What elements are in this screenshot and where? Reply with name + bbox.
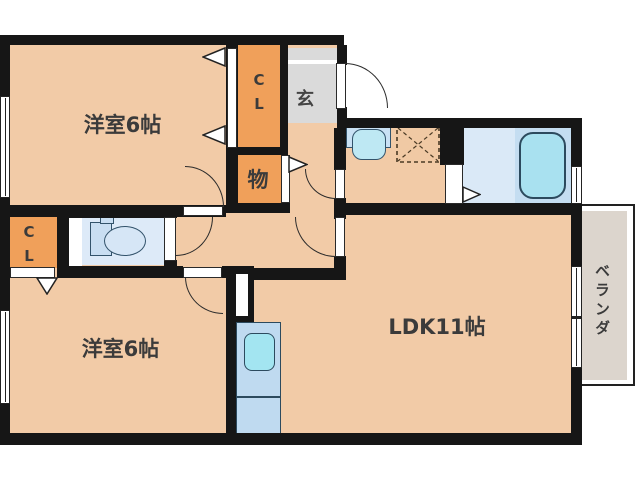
wall — [440, 118, 464, 165]
entrance-step — [288, 60, 337, 64]
washing-machine-space-icon — [396, 126, 440, 163]
wall — [337, 107, 347, 120]
balcony-label: ベランダ — [593, 263, 611, 339]
wall — [0, 35, 344, 45]
storage-fill — [234, 155, 281, 203]
bedroom-bottom-label: 洋室6帖 — [81, 337, 160, 361]
wall — [571, 118, 582, 168]
wall — [334, 203, 582, 215]
wall — [334, 256, 346, 280]
wall — [280, 43, 288, 155]
washroom-door — [335, 169, 345, 199]
kitchen-sink-icon — [244, 333, 275, 371]
wall — [250, 268, 337, 280]
window — [0, 310, 10, 404]
window — [0, 96, 10, 198]
closet-top-label: C L — [248, 68, 270, 116]
wall — [334, 128, 346, 170]
folding-door-icon — [202, 125, 226, 145]
closet-letter: C — [23, 223, 35, 241]
ldk-label: LDK11帖 — [388, 315, 486, 339]
wall — [164, 208, 177, 218]
wall — [226, 266, 236, 445]
closet-bottom-door — [10, 267, 55, 278]
bedroom-top-door — [183, 206, 223, 216]
door-swing-arc — [345, 63, 388, 108]
kitchen-counter-divider — [236, 396, 281, 398]
closet-letter: L — [24, 247, 34, 265]
closet-letter: C — [253, 71, 265, 89]
ldk-door — [335, 217, 345, 257]
wall — [0, 433, 582, 445]
balcony-window-rail — [571, 316, 582, 319]
wall — [57, 266, 183, 278]
storage-door — [281, 155, 290, 203]
wall — [226, 203, 290, 213]
storage-label: 物 — [247, 168, 269, 192]
folding-door-icon — [462, 186, 481, 203]
closet-bottom-label: C L — [18, 220, 40, 268]
bathroom-window — [571, 166, 582, 204]
wall — [226, 155, 234, 203]
closet-bottom-fill — [10, 213, 57, 268]
toilet-bowl-icon — [104, 226, 146, 256]
refrigerator-space — [233, 274, 248, 316]
bathtub-icon — [519, 132, 566, 199]
washbasin-icon — [352, 129, 386, 160]
closet-letter: L — [254, 95, 264, 113]
wall — [0, 197, 10, 312]
folding-door-icon — [288, 156, 308, 173]
balcony-floor — [581, 211, 627, 380]
pipe-space — [69, 218, 82, 266]
wall — [337, 45, 347, 65]
bathroom-door — [445, 164, 463, 204]
toilet-door — [164, 217, 176, 261]
wall — [0, 403, 10, 445]
wall — [57, 211, 69, 268]
bedroom-top-label: 洋室6帖 — [83, 113, 162, 137]
closet-top-fill — [237, 45, 280, 147]
wall — [226, 147, 288, 155]
wall — [0, 35, 10, 97]
folding-door-icon — [36, 277, 58, 295]
wall — [57, 208, 168, 218]
entrance-label: 玄 — [296, 89, 314, 110]
closet-top-door — [227, 48, 237, 148]
folding-door-icon — [202, 47, 226, 67]
